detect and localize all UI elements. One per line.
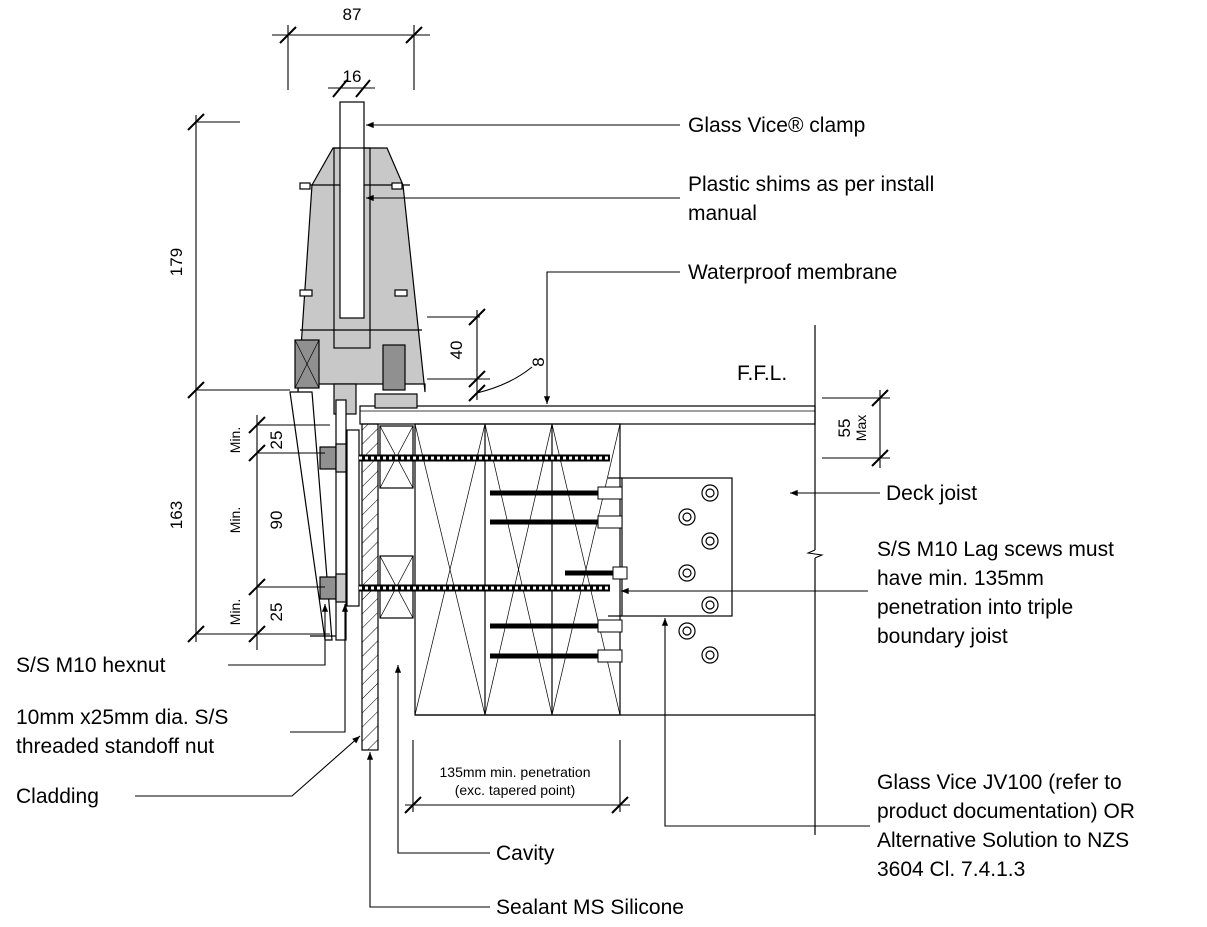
label-jv100-3: Alternative Solution to NZS [877,829,1129,852]
label-lag-3: penetration into triple [877,596,1073,619]
dim-90: 90 [267,511,286,530]
dim-16: 16 [343,67,362,86]
leader-lines [135,121,880,908]
label-shims-1: Plastic shims as per install [688,173,934,196]
dim-min-mid: Min. [227,507,243,533]
label-membrane: Waterproof membrane [688,261,897,284]
label-hexnut: S/S M10 hexnut [16,654,166,677]
label-shims-2: manual [688,202,757,225]
lag-screws [319,443,628,663]
label-jv100-4: 3604 Cl. 7.4.1.3 [877,858,1025,881]
label-jv100-2: product documentation) OR [877,800,1135,823]
dimension-lines [187,25,890,814]
dim-min-top: Min. [227,427,243,453]
label-lag-1: S/S M10 Lag scews must [877,538,1114,561]
dim-max: Max [853,415,869,441]
label-cavity: Cavity [496,842,555,865]
dim-40: 40 [447,341,466,360]
dimension-labels: 87 16 179 163 40 8 55 Max 25 Min. 90 Min… [167,5,869,625]
label-deck-joist: Deck joist [886,482,977,505]
label-penetration-1: 135mm min. penetration [440,764,591,780]
label-jv100-1: Glass Vice JV100 (refer to [877,771,1122,794]
boundary-joist [414,423,621,716]
deck-board [359,405,816,425]
label-lag-4: boundary joist [877,625,1008,648]
label-lag-2: have min. 135mm [877,567,1044,590]
dim-25-top: 25 [267,431,286,450]
dim-min-bottom: Min. [227,599,243,625]
dim-55: 55 [835,419,854,438]
dim-87: 87 [343,5,362,24]
label-standoff-2: threaded standoff nut [16,735,214,758]
plate-bolts [678,484,719,664]
label-penetration-2: (exc. tapered point) [455,782,576,798]
label-ffl: F.F.L. [737,362,787,385]
dim-8: 8 [529,357,548,366]
dim-25-bottom: 25 [267,603,286,622]
fixing-bracket [289,391,360,641]
dim-163: 163 [167,501,186,529]
deck-structure [359,325,824,835]
callout-labels: Glass Vice® clamp Plastic shims as per i… [16,114,1135,919]
glass-vice-clamp [294,101,426,415]
label-clamp: Glass Vice® clamp [688,114,865,137]
dim-179: 179 [167,248,186,276]
label-cladding: Cladding [16,785,99,808]
label-standoff-1: 10mm x25mm dia. S/S [16,706,228,729]
glass-pane [339,101,365,319]
label-sealant: Sealant MS Silicone [496,896,684,919]
